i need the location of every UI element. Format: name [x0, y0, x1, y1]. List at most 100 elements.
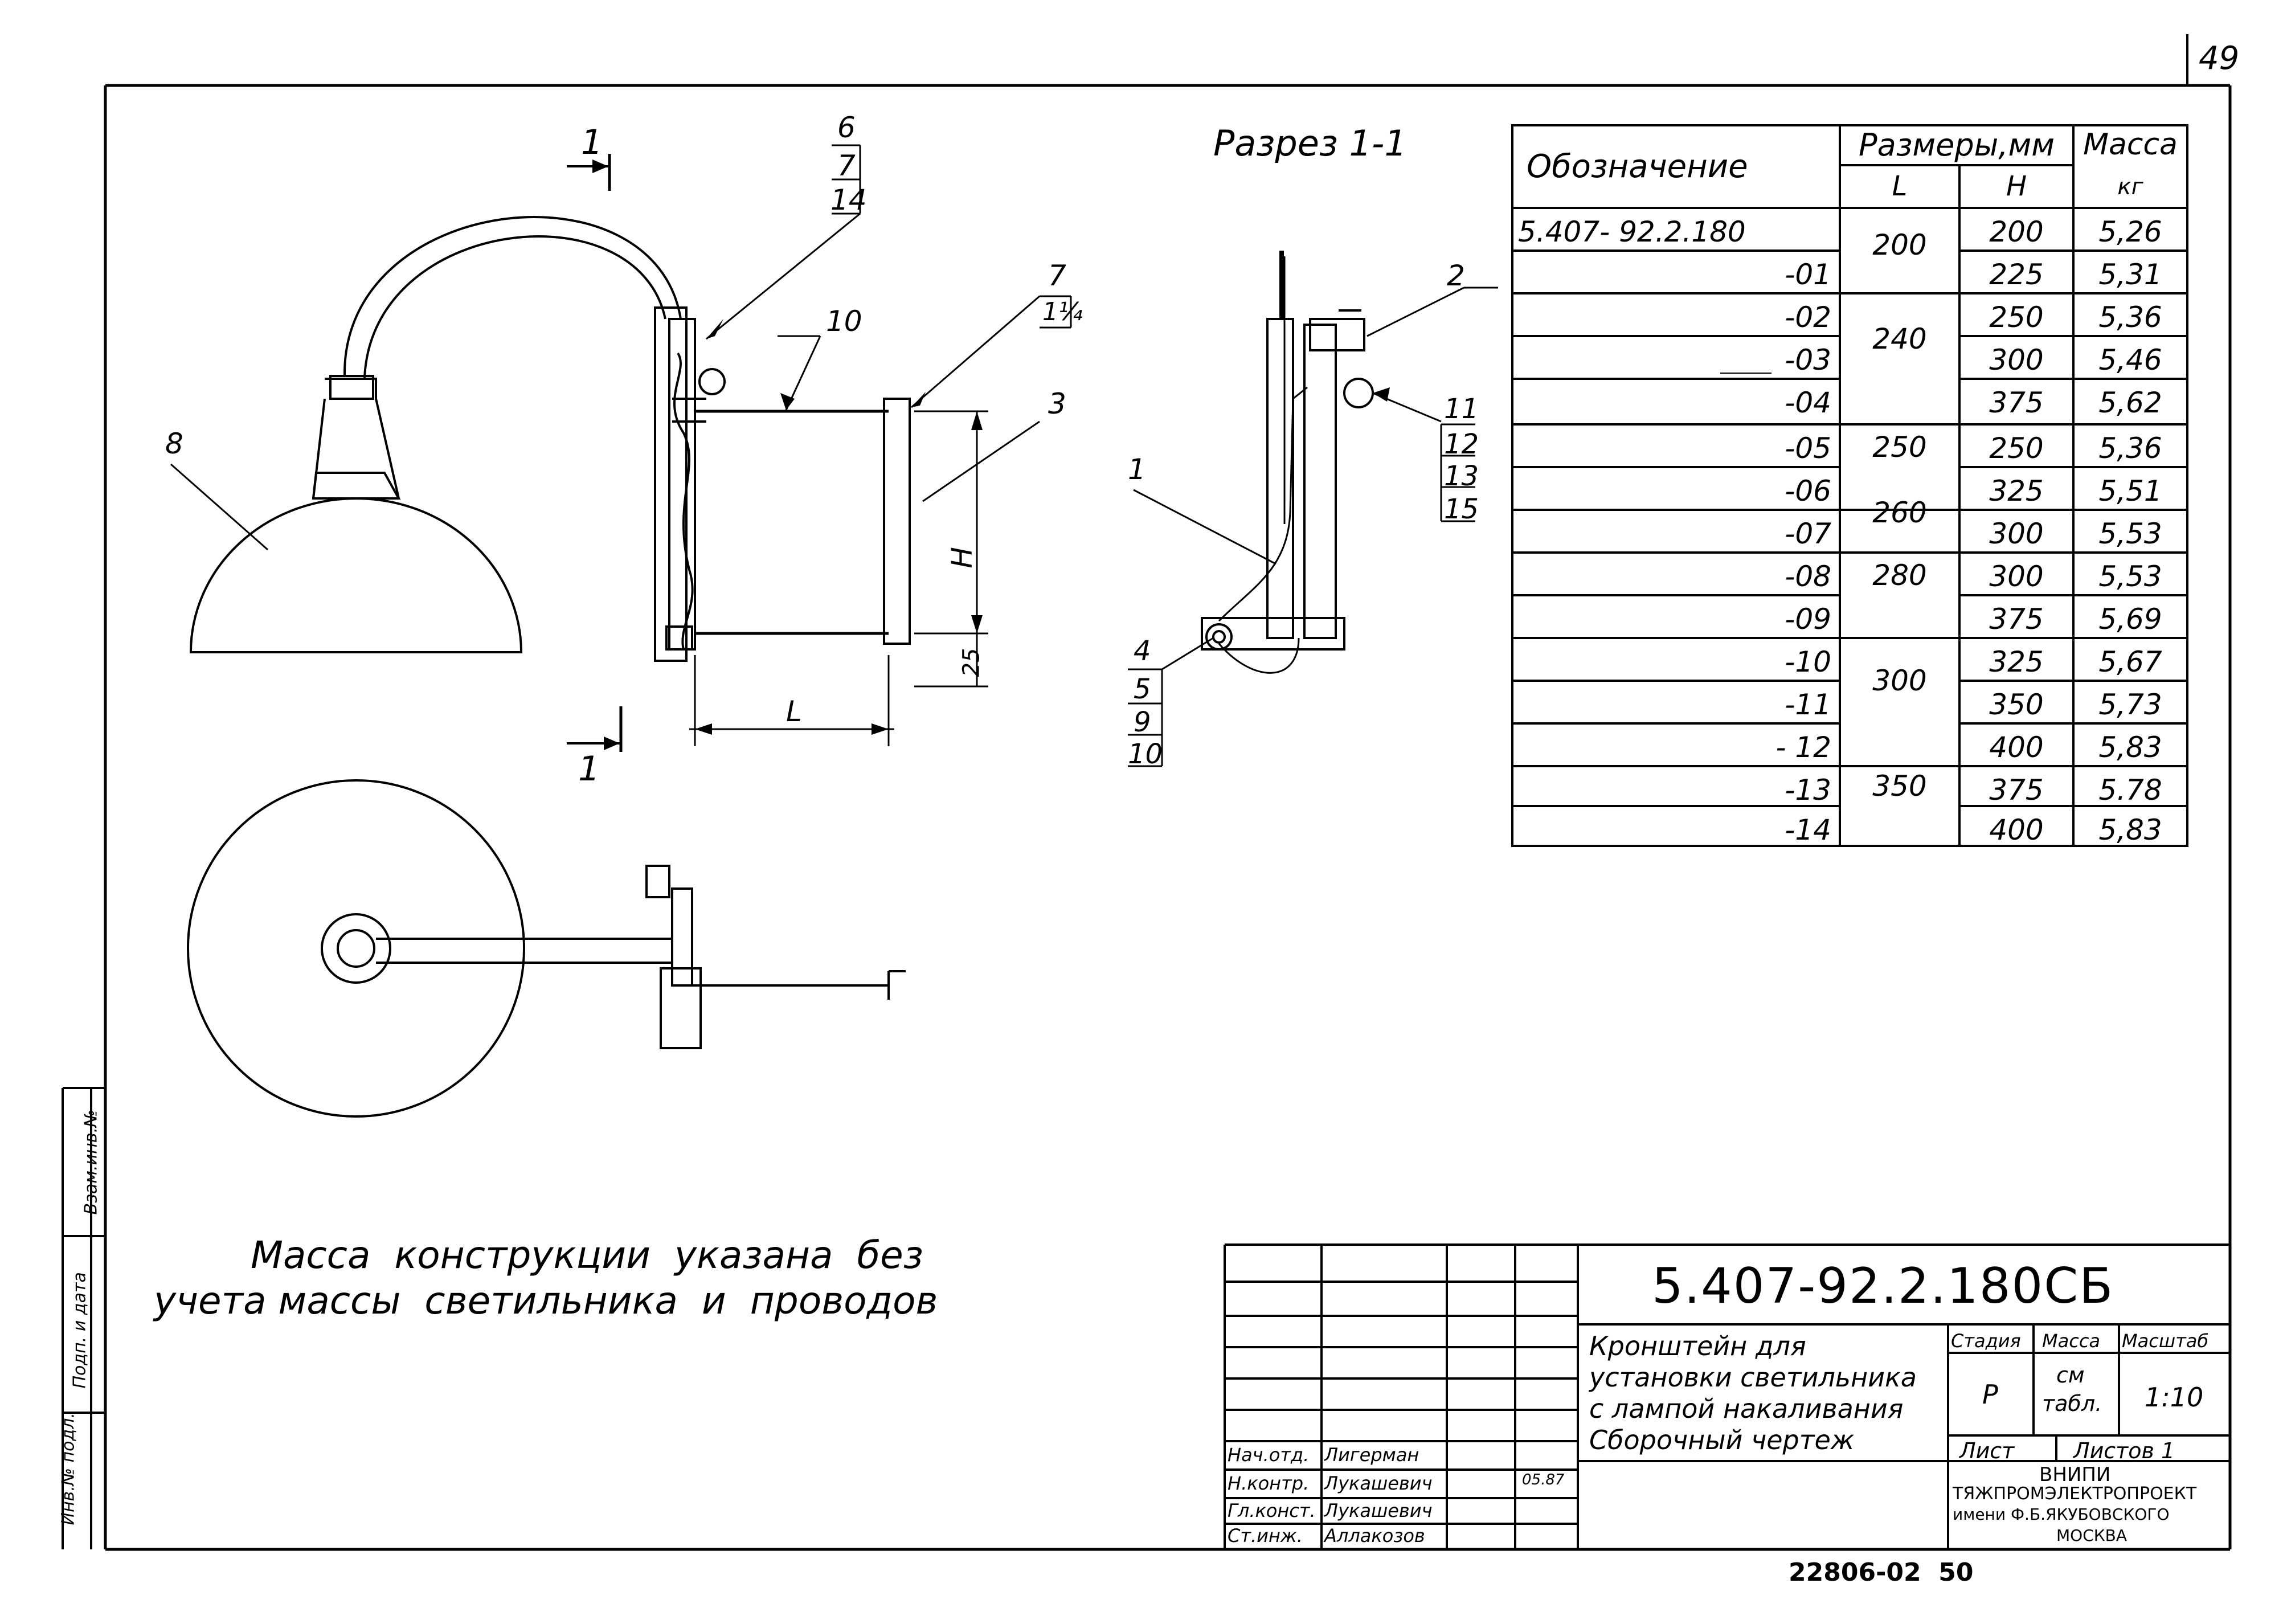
- callout-6-qty: 7: [837, 149, 856, 182]
- spec-header-l: L: [1892, 170, 1908, 202]
- title-block-grid: [1224, 1243, 2230, 1549]
- spec-header-mass: Масса: [2083, 128, 2178, 162]
- spec-row-designation: -01: [1785, 258, 1831, 291]
- spec-row-l: 240: [1872, 322, 1927, 355]
- signature-name: Аллакозов: [1324, 1525, 1425, 1547]
- spec-row-h: 400: [1989, 731, 2044, 764]
- side-stamp-inventory: Инв.№ подл.: [58, 1413, 79, 1525]
- title-line-2: установки светильника: [1589, 1362, 1917, 1393]
- mounting-plate-shape: [654, 306, 688, 662]
- spec-row-h: 300: [1989, 517, 2044, 550]
- note-line-2: учета массы светильника и проводов: [154, 1279, 938, 1323]
- spec-row-designation: -03: [1785, 343, 1831, 377]
- spec-row-mass: 5,62: [2098, 386, 2162, 419]
- callout-7-part: 7: [1048, 259, 1066, 292]
- spec-row-mass: 5,83: [2098, 731, 2162, 764]
- signature-date: 05.87: [1522, 1471, 1565, 1488]
- spec-row-h: 375: [1989, 774, 2044, 807]
- signature-role: Нач.отд.: [1228, 1444, 1310, 1466]
- spec-row-mass: 5,36: [2098, 432, 2162, 465]
- spec-row-designation: -05: [1785, 432, 1831, 465]
- spec-row-h: 325: [1989, 645, 2044, 678]
- spec-row-designation: 5.407- 92.2.180: [1518, 215, 1746, 248]
- signature-name: Лукашевич: [1324, 1472, 1433, 1494]
- scale-label: Масштаб: [2122, 1330, 2209, 1352]
- spec-row-mass: 5,53: [2098, 560, 2162, 593]
- callout-3: 3: [1048, 387, 1066, 420]
- spec-row-mass: 5,73: [2098, 688, 2162, 721]
- spec-row-designation: -07: [1785, 517, 1831, 550]
- side-stamp-signature-date: Подп. и дата: [69, 1272, 90, 1389]
- callout-6-part: 6: [837, 111, 856, 144]
- bottom-number: 22806-02 50: [1789, 1558, 1974, 1587]
- spec-row-mass: 5,31: [2098, 258, 2162, 291]
- stage-value: Р: [1982, 1379, 1998, 1410]
- lamp-shade-shape: [189, 497, 523, 653]
- spec-row-h: 200: [1989, 215, 2044, 248]
- spec-row-designation: - 12: [1775, 731, 1831, 764]
- mass-value-1: см: [2056, 1363, 2085, 1388]
- arm-tube-outer: [343, 216, 682, 377]
- section-title: Разрез 1-1: [1213, 122, 1407, 164]
- spec-row-l: 200: [1872, 228, 1927, 261]
- spec-row-h: 250: [1989, 301, 2044, 334]
- section-mark-top: 1: [581, 122, 603, 162]
- org-line-1: ВНИПИ: [2039, 1463, 2111, 1486]
- signature-role: Ст.инж.: [1228, 1525, 1303, 1547]
- mass-value-2: табл.: [2042, 1391, 2102, 1416]
- page-number: 49: [2199, 40, 2240, 77]
- spec-row-designation: -13: [1785, 774, 1831, 807]
- dimension-25: 25: [958, 648, 985, 677]
- mass-label: Масса: [2042, 1330, 2101, 1352]
- spec-header-sizes: Размеры,мм: [1859, 127, 2055, 163]
- spec-row-designation: -10: [1785, 645, 1831, 678]
- callout-11-13: 13: [1444, 460, 1479, 492]
- clamp-strip-shape: [883, 398, 911, 645]
- spec-table-grid: [1511, 124, 2188, 847]
- title-line-3: с лампой накаливания: [1589, 1393, 1904, 1424]
- callout-11-part: 11: [1444, 393, 1479, 425]
- spec-row-mass: 5.78: [2098, 774, 2162, 807]
- stage-label: Стадия: [1951, 1330, 2021, 1352]
- sheets-label: Листов 1: [2073, 1438, 2175, 1463]
- callout-4-part: 4: [1134, 635, 1151, 667]
- org-line-4: МОСКВА: [2056, 1526, 2127, 1545]
- document-code: 5.407-92.2.180СБ: [1652, 1258, 2114, 1315]
- spec-row-mass: 5,51: [2098, 474, 2162, 508]
- spec-row-l: 300: [1872, 664, 1927, 697]
- callout-4-5: 5: [1134, 673, 1151, 705]
- spec-row-l: 280: [1872, 559, 1927, 592]
- spec-row-mass: 5,36: [2098, 301, 2162, 334]
- org-line-2: ТЯЖПРОМЭЛЕКТРОПРОЕКТ: [1953, 1484, 2197, 1504]
- spec-row-h: 375: [1989, 603, 2044, 636]
- spec-row-h: 400: [1989, 813, 2044, 846]
- side-stamp-replaced: Взам.инв.№: [81, 1109, 101, 1215]
- dimension-h: H: [945, 547, 979, 568]
- spec-row-designation: -02: [1785, 301, 1831, 334]
- spec-row-mass: 5,46: [2098, 343, 2162, 377]
- title-line-1: Кронштейн для: [1589, 1331, 1806, 1361]
- spec-row-l: 250: [1872, 431, 1927, 464]
- spec-row-h: 300: [1989, 560, 2044, 593]
- note-line-1: Масса конструкции указана без: [251, 1233, 923, 1277]
- spec-row-l: 260: [1872, 496, 1927, 529]
- spec-row-l: 350: [1872, 770, 1927, 803]
- spec-row-designation: -06: [1785, 474, 1831, 508]
- signature-name: Лукашевич: [1324, 1500, 1433, 1521]
- section-post-shape: [1266, 318, 1294, 639]
- spec-row-designation: -08: [1785, 560, 1831, 593]
- callout-10: 10: [826, 305, 862, 338]
- spec-row-mass: 5,83: [2098, 813, 2162, 846]
- spec-row-mass: 5,26: [2098, 215, 2162, 248]
- spec-row-designation: -14: [1785, 813, 1831, 846]
- signature-name: Лигерман: [1324, 1444, 1419, 1466]
- lamp-socket-shape: [312, 472, 401, 500]
- callout-11-15: 15: [1444, 493, 1479, 525]
- signature-role: Н.контр.: [1228, 1472, 1310, 1494]
- spec-row-mass: 5,53: [2098, 517, 2162, 550]
- spec-header-h: H: [2006, 170, 2027, 202]
- spec-row-designation: -04: [1785, 386, 1831, 419]
- spec-row-h: 225: [1989, 258, 2044, 291]
- org-line-3: имени Ф.Б.ЯКУБОВСКОГО: [1953, 1505, 2170, 1524]
- spec-header-designation: Обозначение: [1527, 148, 1748, 185]
